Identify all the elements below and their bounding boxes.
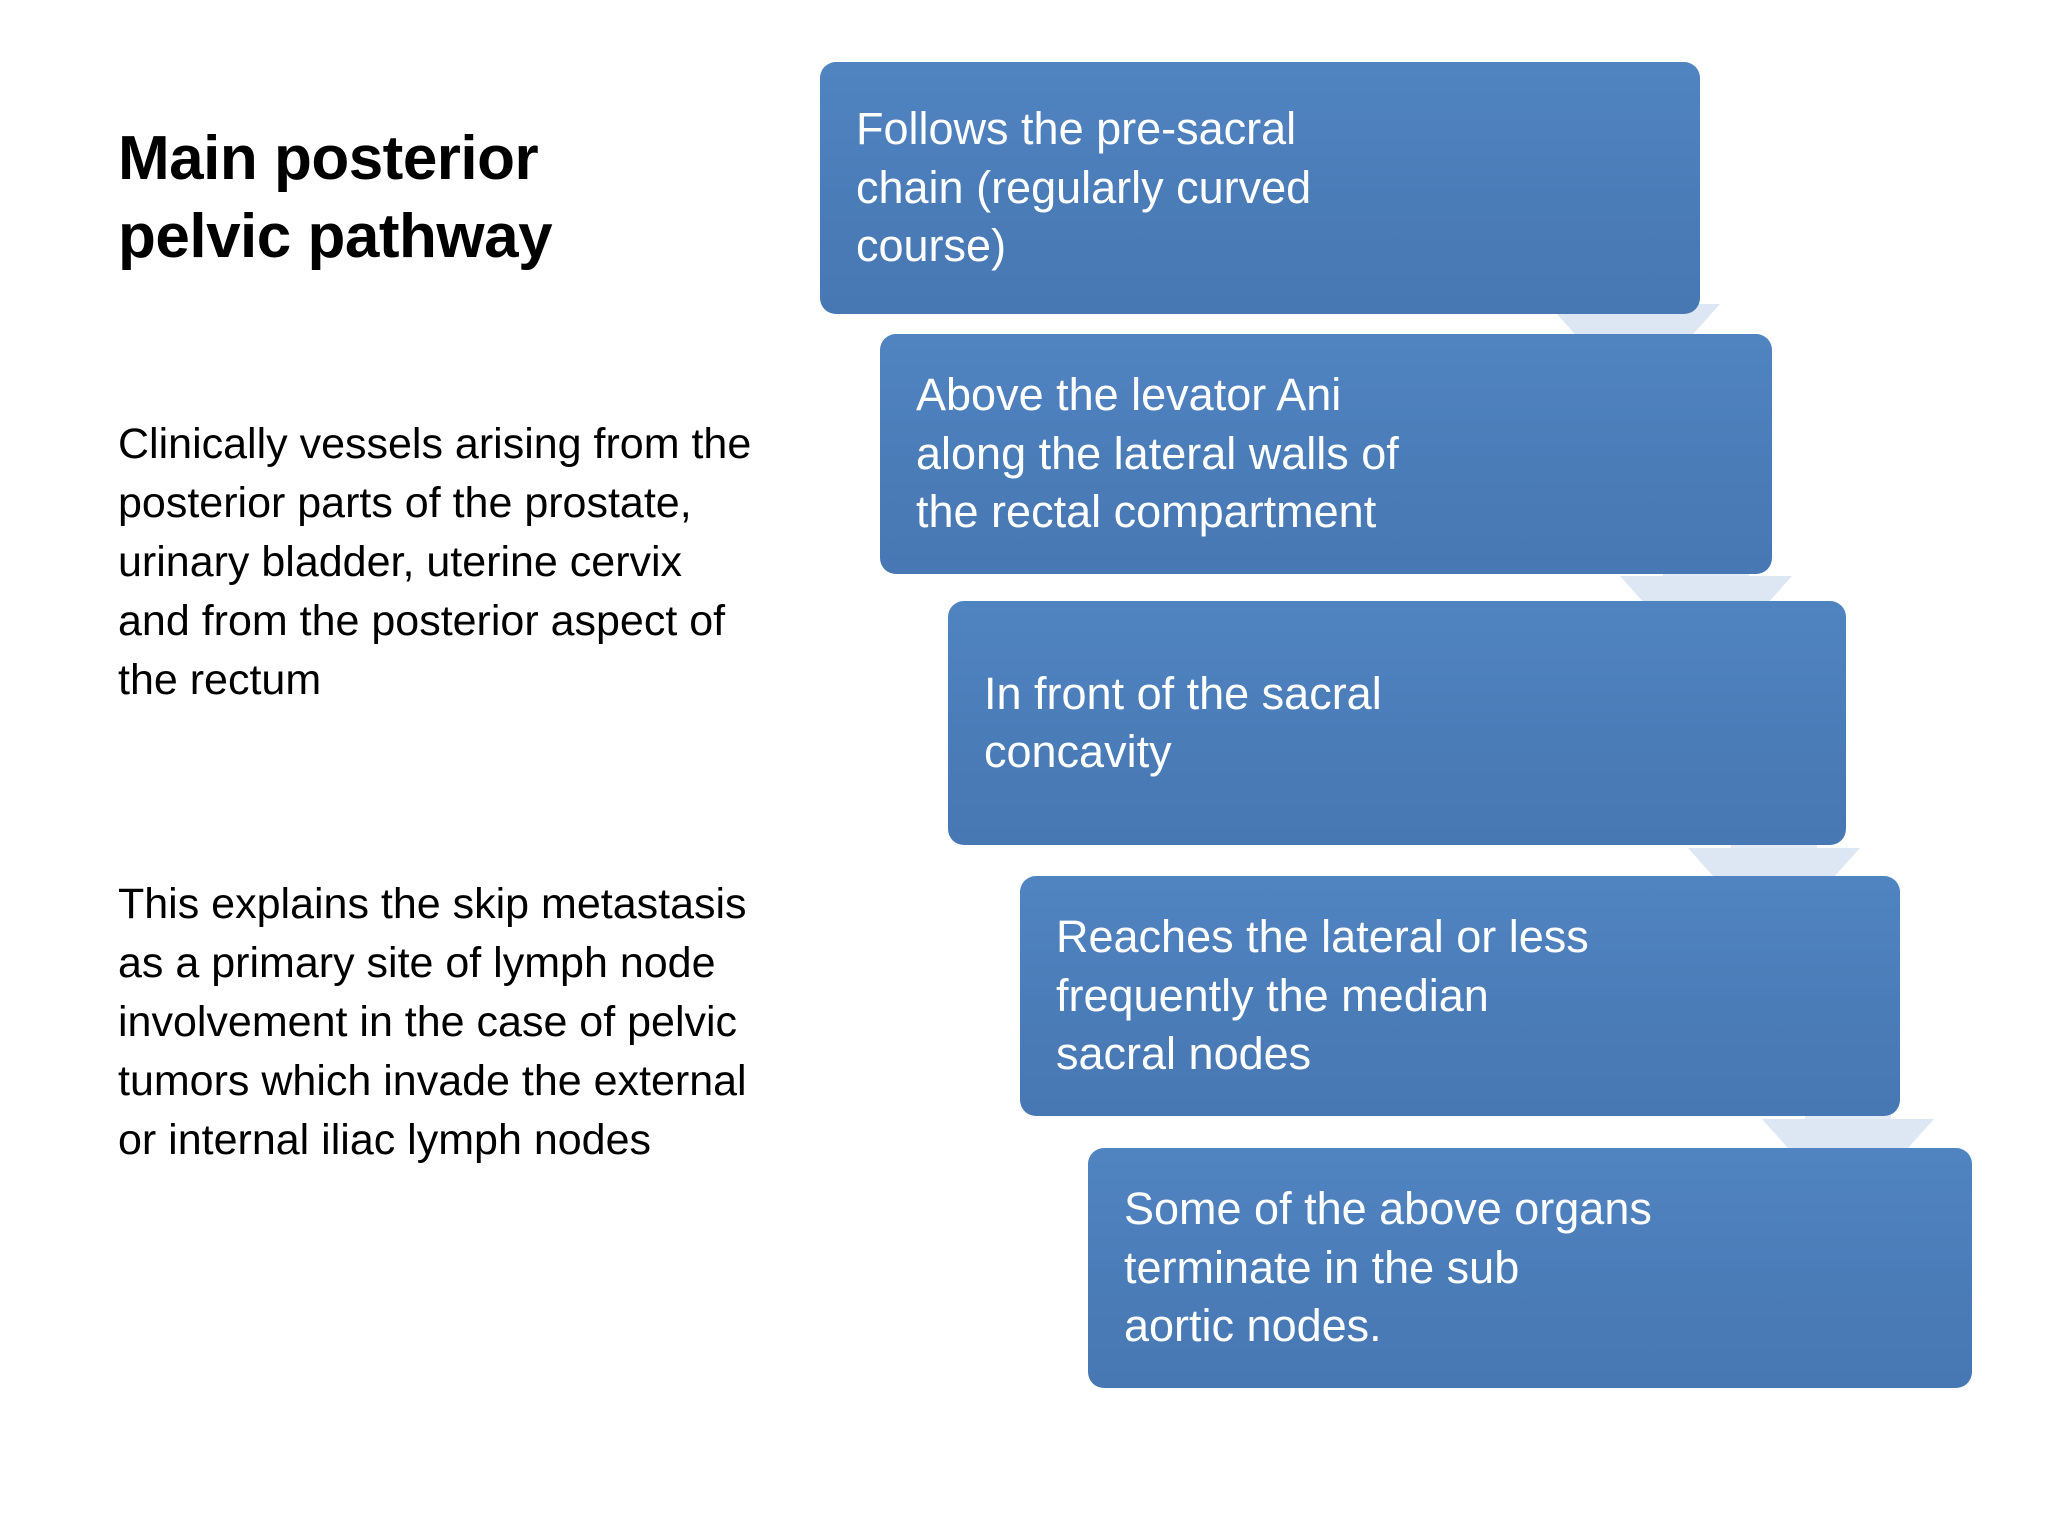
- flow-step-label-1: Follows the pre-sacral chain (regularly …: [856, 103, 1312, 272]
- flow-step-label-2: Above the levator Ani along the lateral …: [916, 369, 1399, 538]
- left-text-column: Main posterior pelvic pathway Clinically…: [118, 120, 778, 1164]
- flow-step-label-5: Some of the above organs terminate in th…: [1124, 1183, 1652, 1352]
- flow-step-box-2[interactable]: Above the levator Ani along the lateral …: [880, 334, 1772, 574]
- flow-step-box-3[interactable]: In front of the sacral concavity: [948, 601, 1846, 845]
- flow-step-box-1[interactable]: Follows the pre-sacral chain (regularly …: [820, 62, 1700, 314]
- flow-step-box-5[interactable]: Some of the above organs terminate in th…: [1088, 1148, 1972, 1388]
- flow-step-label-3: In front of the sacral concavity: [984, 667, 1382, 778]
- body-paragraph-origin: Clinically vessels arising from the post…: [118, 420, 752, 704]
- flow-step-box-4[interactable]: Reaches the lateral or less frequently t…: [1020, 876, 1900, 1116]
- body-paragraph-skip-metastasis: This explains the skip metastasis as a p…: [118, 880, 747, 1164]
- flow-step-label-4: Reaches the lateral or less frequently t…: [1056, 911, 1589, 1080]
- page-title: Main posterior pelvic pathway: [118, 124, 553, 272]
